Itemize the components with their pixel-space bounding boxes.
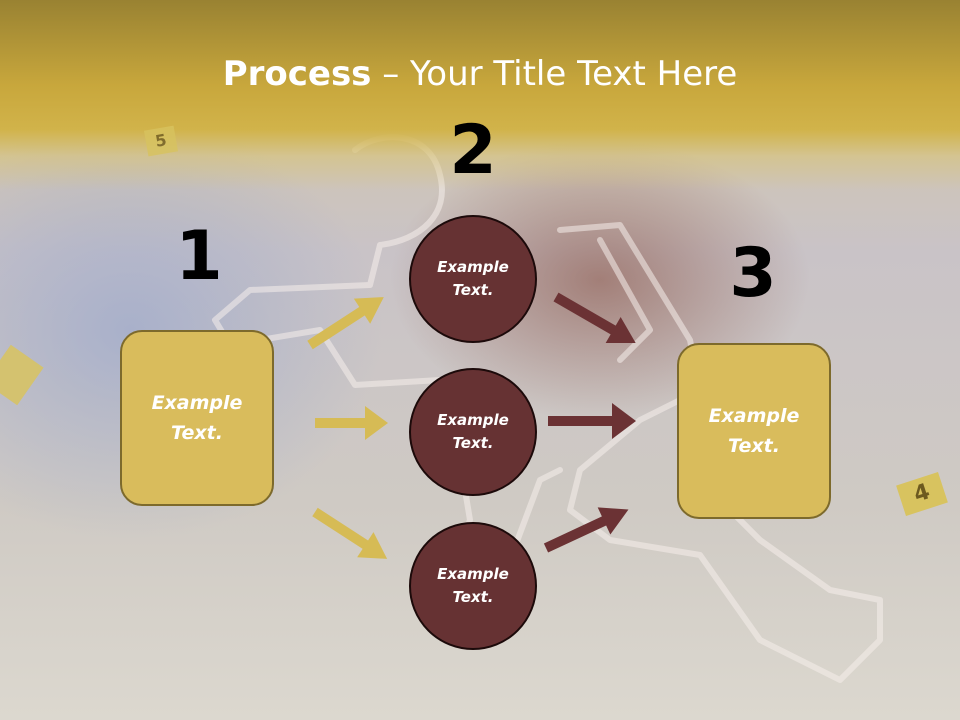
step-circle-top[interactable]: Example Text. bbox=[409, 215, 537, 343]
arrow-down-right-right bbox=[553, 292, 636, 343]
arrow-down-right-left bbox=[312, 507, 388, 559]
title-rest: – Your Title Text Here bbox=[371, 54, 738, 94]
arrow-right-left bbox=[315, 406, 388, 440]
arrow-right-right bbox=[548, 403, 636, 439]
title-banner bbox=[0, 0, 960, 190]
title-bold: Process bbox=[222, 54, 372, 94]
step-box-3[interactable]: Example Text. bbox=[677, 343, 831, 519]
step-number-1: 1 bbox=[175, 217, 223, 296]
step-circle-bottom[interactable]: Example Text. bbox=[409, 522, 537, 650]
step-circle-top-text: Example Text. bbox=[437, 258, 509, 299]
right-arrows bbox=[543, 292, 636, 553]
step-circle-middle[interactable]: Example Text. bbox=[409, 368, 537, 496]
step-number-3: 3 bbox=[729, 234, 777, 313]
step-circle-middle-text: Example Text. bbox=[437, 411, 509, 452]
arrow-up-right-right bbox=[543, 507, 629, 553]
step-box-1[interactable]: Example Text. bbox=[120, 330, 274, 506]
slide-title: Process – Your Title Text Here bbox=[0, 52, 960, 96]
arrow-up-right-left bbox=[307, 297, 384, 350]
step-box-1-text: Example Text. bbox=[151, 392, 243, 444]
step-circle-bottom-text: Example Text. bbox=[437, 565, 509, 606]
step-box-3-text: Example Text. bbox=[708, 405, 800, 457]
left-arrows bbox=[307, 297, 388, 559]
step-number-2: 2 bbox=[449, 111, 497, 190]
